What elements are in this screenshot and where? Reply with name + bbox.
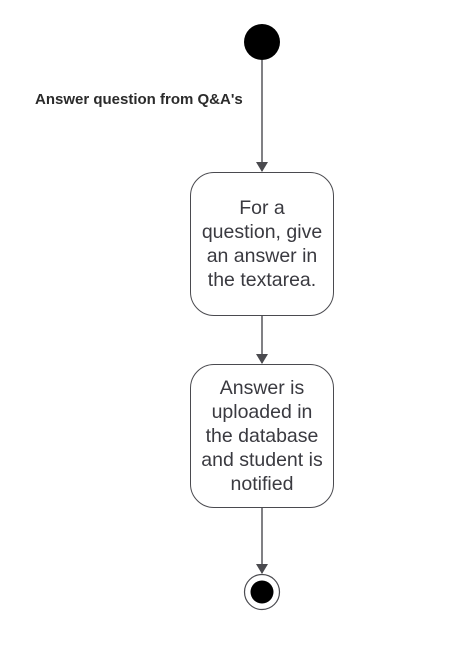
- activity-upload-answer: Answer is uploaded in the database and s…: [190, 364, 334, 508]
- activity-text-line: For a: [239, 197, 285, 219]
- final-node-core: [250, 580, 274, 604]
- activity-text-line: and student is: [201, 449, 323, 471]
- activity-give-answer-text: For a question, give an answer in the te…: [202, 196, 322, 292]
- activity-text-line: the textarea.: [207, 269, 317, 291]
- activity-give-answer: For a question, give an answer in the te…: [190, 172, 334, 316]
- activity-text-line: uploaded in: [211, 401, 313, 423]
- activity-text-line: notified: [230, 473, 294, 495]
- activity-text-line: an answer in: [206, 245, 318, 267]
- activity-text-line: the database: [205, 425, 319, 447]
- initial-node: [244, 24, 280, 60]
- flow-label: Answer question from Q&A's: [35, 91, 243, 108]
- activity-text-line: Answer is: [219, 377, 305, 399]
- activity-upload-answer-text: Answer is uploaded in the database and s…: [201, 376, 322, 496]
- activity-text-line: question, give: [201, 221, 323, 243]
